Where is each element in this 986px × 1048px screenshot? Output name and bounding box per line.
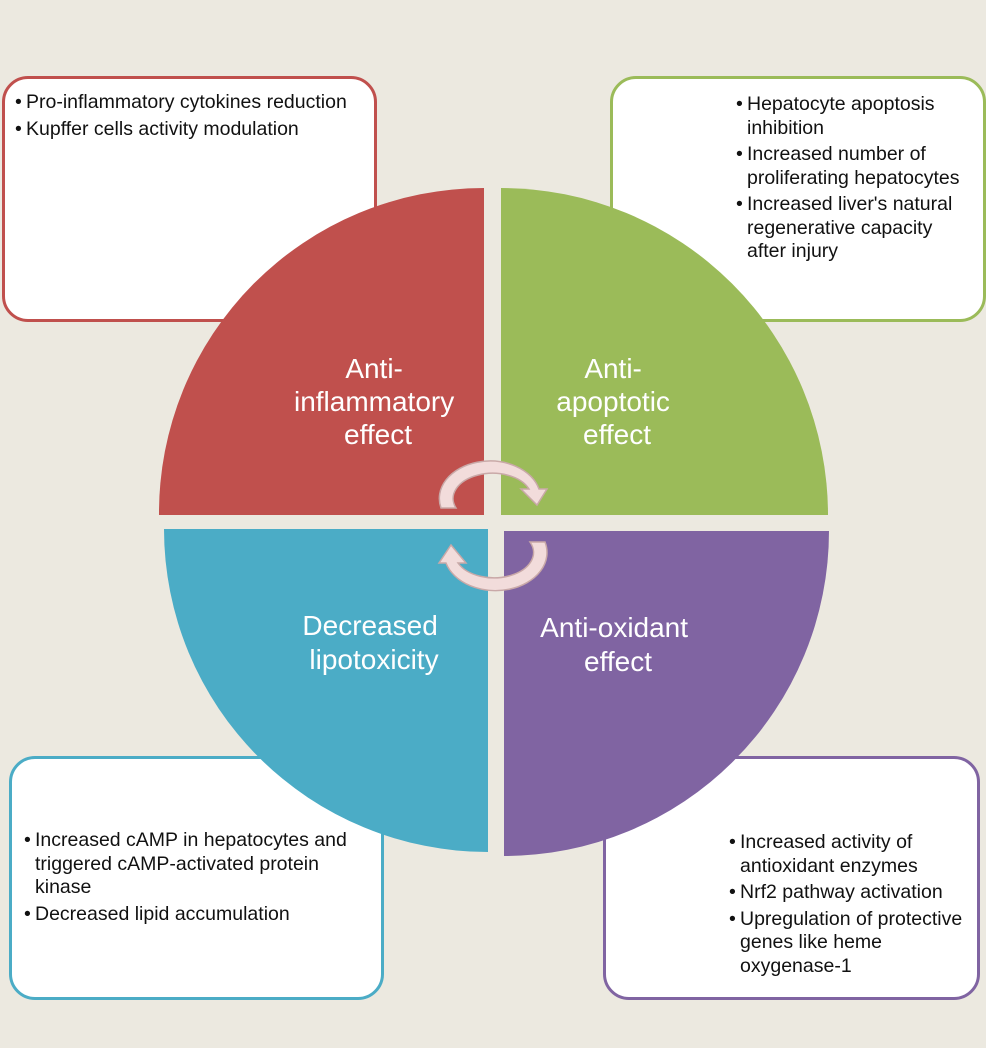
bullet-item: Increased activity of antioxidant enzyme… <box>729 831 967 878</box>
bullet-item: Decreased lipid accumulation <box>24 903 371 927</box>
quadrant-title-anti-oxidant: Anti-oxidant effect <box>540 612 696 677</box>
cycle-arrow-icon <box>437 541 548 592</box>
bullet-item: Hepatocyte apoptosis inhibition <box>736 93 973 140</box>
cycle-arrow-icon <box>438 460 549 509</box>
anti-inflammatory-box: Pro-inflammatory cytokines reduction Kup… <box>2 76 377 322</box>
quadrant-title-decreased-lipotoxicity: Decreased lipotoxicity <box>302 610 445 675</box>
bullet-item: Upregulation of protective genes like he… <box>729 908 967 979</box>
quadrant-decreased-lipotoxicity <box>164 529 488 852</box>
quadrant-title-anti-apoptotic: Anti- apoptotic effect <box>556 353 677 450</box>
quadrant-title-anti-inflammatory: Anti- inflammatory effect <box>294 353 462 450</box>
quadrant-anti-oxidant <box>504 531 829 856</box>
bullet-item: Pro-inflammatory cytokines reduction <box>15 91 364 115</box>
bullet-item: Kupffer cells activity modulation <box>15 118 364 142</box>
anti-apoptotic-box: Hepatocyte apoptosis inhibition Increase… <box>610 76 986 322</box>
quadrant-anti-inflammatory <box>158 188 484 515</box>
bullet-item: Increased cAMP in hepatocytes and trigge… <box>24 829 371 900</box>
bullet-item: Nrf2 pathway activation <box>729 881 967 905</box>
bullet-item: Increased liver's natural regenerative c… <box>736 193 973 264</box>
bullet-item: Increased number of proliferating hepato… <box>736 143 973 190</box>
quadrant-anti-apoptotic <box>501 188 828 515</box>
